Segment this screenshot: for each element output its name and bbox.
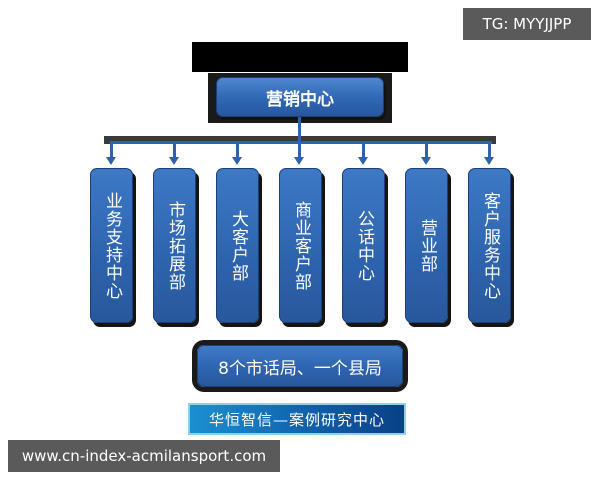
dept-label: 客户服务中心 bbox=[480, 191, 500, 300]
dept-label: 大客户部 bbox=[228, 209, 248, 282]
arrow-down-icon bbox=[358, 157, 368, 165]
dept-business-hall: 营业部 bbox=[405, 168, 448, 323]
connector-drop bbox=[488, 141, 491, 159]
connector-drop bbox=[173, 141, 176, 159]
redacted-title bbox=[192, 42, 408, 72]
dept-market-expansion: 市场拓展部 bbox=[153, 168, 196, 323]
connector-drop bbox=[110, 141, 113, 159]
connector-drop bbox=[298, 141, 301, 159]
dept-label: 市场拓展部 bbox=[165, 200, 185, 291]
arrow-down-icon bbox=[232, 157, 242, 165]
connector-drop bbox=[362, 141, 365, 159]
footer-banner: 华恒智信—案例研究中心 bbox=[188, 403, 406, 435]
arrow-down-icon bbox=[294, 157, 304, 165]
arrow-down-icon bbox=[421, 157, 431, 165]
watermark-tg: TG: MYYJJPP bbox=[463, 8, 591, 40]
branch-offices-node: 8个市话局、一个县局 bbox=[197, 345, 403, 387]
dept-key-accounts: 大客户部 bbox=[216, 168, 259, 323]
dept-label: 公话中心 bbox=[354, 209, 374, 282]
dept-label: 业务支持中心 bbox=[102, 191, 122, 300]
dept-label: 商业客户部 bbox=[291, 200, 311, 291]
dept-label: 营业部 bbox=[417, 218, 437, 273]
arrow-down-icon bbox=[169, 157, 179, 165]
dept-commercial-customers: 商业客户部 bbox=[279, 168, 322, 323]
connector-bus bbox=[110, 141, 492, 144]
connector-drop bbox=[236, 141, 239, 159]
dept-business-support-center: 业务支持中心 bbox=[90, 168, 133, 323]
root-node-marketing-center: 营销中心 bbox=[216, 77, 384, 117]
connector-trunk bbox=[298, 117, 301, 143]
watermark-url: www.cn-index-acmilansport.com bbox=[8, 440, 280, 472]
connector-drop bbox=[425, 141, 428, 159]
arrow-down-icon bbox=[106, 157, 116, 165]
arrow-down-icon bbox=[484, 157, 494, 165]
dept-customer-service-center: 客户服务中心 bbox=[468, 168, 511, 323]
dept-payphone-center: 公话中心 bbox=[342, 168, 385, 323]
